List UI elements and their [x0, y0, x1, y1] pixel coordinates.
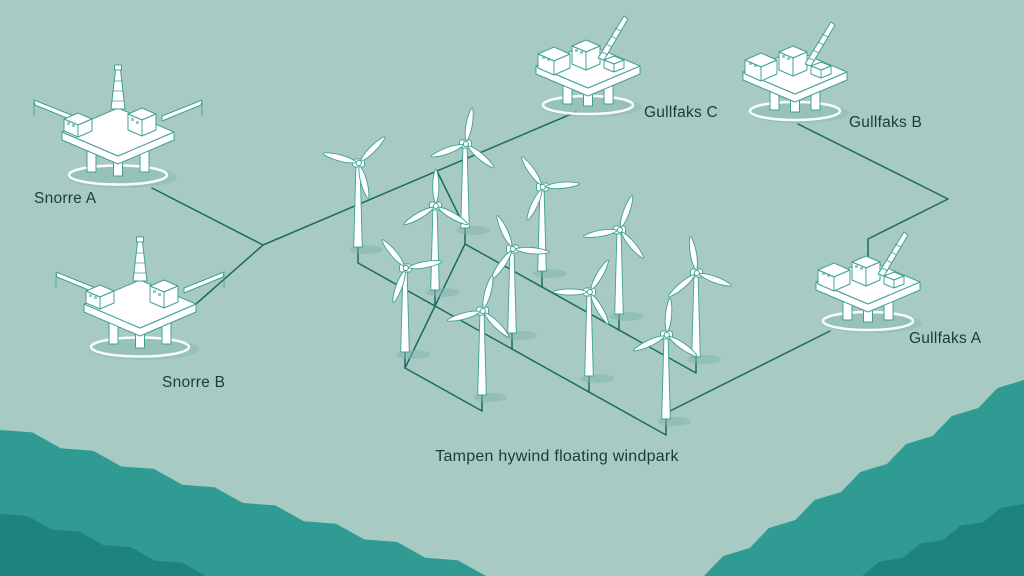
- platform-gullfaks-c: [535, 15, 642, 117]
- label-layer: Snorre A Snorre B Gullfaks C Gullfaks B Gull…: [34, 104, 982, 465]
- wind-turbine: [490, 215, 551, 340]
- turbine-rotor: [490, 215, 551, 280]
- wind-turbine: [667, 236, 732, 364]
- turbine-hub: [586, 288, 593, 296]
- wind-turbine: [322, 136, 386, 254]
- turbine-tower: [477, 314, 487, 396]
- turbine-hub: [663, 331, 670, 339]
- platform-gullfaks-b: [742, 21, 849, 123]
- label-windpark: Tampen hywind floating windpark: [435, 448, 679, 465]
- turbine-hub: [509, 245, 516, 253]
- turbine-rotor: [381, 239, 443, 304]
- turbine-tower: [614, 233, 624, 315]
- turbine-rotor: [667, 236, 732, 298]
- turbine-hub: [616, 226, 623, 234]
- turbine-tower: [507, 252, 517, 334]
- turbine-hub: [432, 202, 439, 210]
- derrick: [132, 241, 148, 282]
- turbine-hub: [355, 159, 362, 167]
- turbine-hub: [539, 183, 546, 191]
- label-gullfaks-a: Gullfaks A: [909, 330, 982, 347]
- subsea-cable: [665, 330, 831, 420]
- wind-turbine: [430, 107, 495, 235]
- turbine-hub: [462, 140, 469, 148]
- flare-tower: [877, 231, 909, 277]
- sea-deep-left: [0, 430, 486, 576]
- sea-deep-left-corner: [0, 514, 206, 576]
- label-snorre-a: Snorre A: [34, 190, 97, 207]
- derrick: [110, 69, 126, 110]
- turbine-hub: [693, 269, 700, 277]
- flare-tower: [804, 21, 836, 67]
- label-snorre-b: Snorre B: [162, 374, 225, 391]
- subsea-cable: [195, 244, 264, 305]
- crane-right: [183, 271, 225, 294]
- wind-turbine: [552, 259, 614, 383]
- crane-right: [161, 99, 203, 122]
- flare-tower: [597, 15, 629, 61]
- subsea-cable: [404, 351, 483, 412]
- turbine-tower: [691, 276, 701, 358]
- sea-layer: [0, 380, 1024, 576]
- label-gullfaks-b: Gullfaks B: [849, 114, 922, 131]
- turbine-rotor: [632, 297, 698, 357]
- turbine-rotor: [520, 156, 581, 221]
- turbine-rotor: [446, 274, 510, 338]
- subsea-cable: [464, 227, 697, 374]
- turbine-rotor: [322, 136, 386, 200]
- wind-turbine: [446, 274, 510, 402]
- subsea-cable: [151, 187, 264, 246]
- sea-deep-right: [704, 380, 1024, 576]
- turbine-hub: [479, 307, 486, 315]
- turbine-rotor: [552, 259, 609, 325]
- wind-turbine: [403, 168, 469, 297]
- platform-snorre-b: [55, 236, 225, 360]
- node-layer: [33, 15, 922, 426]
- turbine-rotor: [430, 107, 495, 169]
- label-gullfaks-c: Gullfaks C: [644, 104, 718, 121]
- turbine-rotor: [403, 168, 469, 226]
- turbine-tower: [661, 338, 671, 420]
- sea-deep-right-corner: [862, 504, 1024, 576]
- platform-gullfaks-a: [815, 231, 922, 333]
- wind-turbine: [381, 239, 443, 359]
- wind-turbine: [632, 297, 698, 426]
- subsea-cable: [262, 111, 577, 246]
- turbine-hub: [402, 264, 409, 272]
- turbine-tower: [430, 209, 440, 291]
- platform-snorre-a: [33, 64, 203, 188]
- subsea-cable: [797, 123, 949, 259]
- turbine-rotor: [583, 194, 645, 259]
- wind-turbine: [583, 194, 645, 321]
- turbine-tower: [584, 295, 594, 377]
